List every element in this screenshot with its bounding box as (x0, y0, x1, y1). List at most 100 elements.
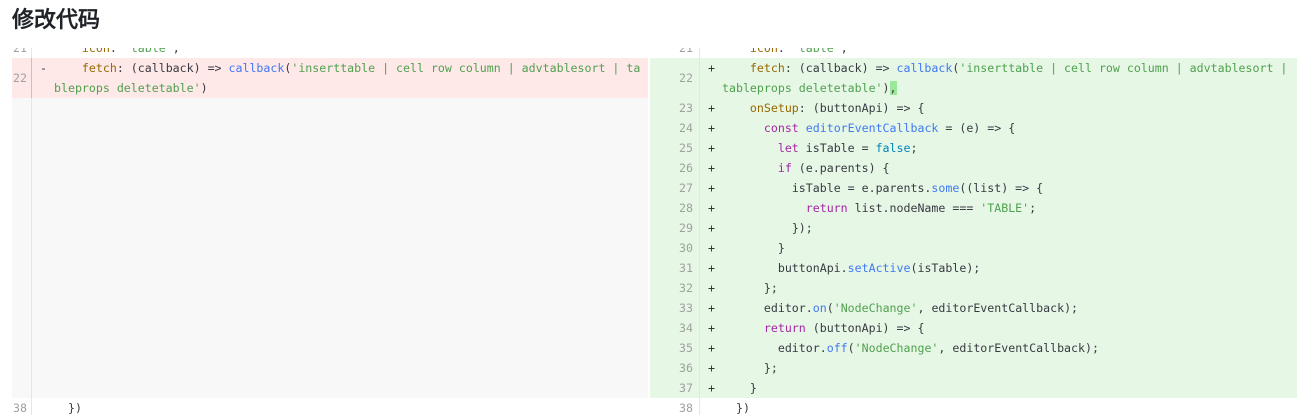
code-line: }; (722, 358, 1297, 378)
diff-old-panel: 21 icon: 'table',22- fetch: (callback) =… (12, 48, 648, 415)
added-line: 25+ let isTable = false; (650, 138, 1297, 158)
code-token: 'TABLE' (980, 201, 1030, 215)
code-token (722, 321, 764, 335)
line-number: 21 (650, 48, 700, 58)
code-token: , editorEventCallback); (917, 301, 1079, 315)
line-number: 33 (650, 298, 700, 318)
diff-marker (32, 48, 54, 58)
diff-marker: + (708, 261, 715, 275)
diff-marker: + (708, 181, 715, 195)
code-token: , (889, 81, 897, 95)
code-token (54, 61, 82, 75)
line-number: 22 (12, 58, 32, 98)
code-line: editor.off('NodeChange', editorEventCall… (722, 338, 1297, 358)
code-line: }) (722, 398, 1297, 415)
code-token: } (722, 381, 757, 395)
code-token: editor. (722, 341, 827, 355)
line-number: 26 (650, 158, 700, 178)
code-line: return (buttonApi) => { (722, 318, 1297, 338)
code-token: : (777, 48, 792, 55)
line-number: 24 (650, 118, 700, 138)
code-line: if (e.parents) { (722, 158, 1297, 178)
diff-marker: + (708, 61, 715, 75)
code-token: }; (722, 361, 778, 375)
diff-marker: + (708, 321, 715, 335)
diff-marker: + (708, 281, 715, 295)
code-token: : (callback) => (116, 61, 229, 75)
added-line: 36+ }; (650, 358, 1297, 378)
line-number: 31 (650, 258, 700, 278)
code-token: isTable = e.parents. (722, 181, 932, 195)
code-line: icon: 'table', (722, 48, 1297, 58)
line-number: 30 (650, 238, 700, 258)
code-token: onSetup (749, 101, 799, 115)
context-line: 38 }) (650, 398, 1297, 415)
code-token: editor. (722, 301, 813, 315)
code-token (722, 201, 806, 215)
code-line: fetch: (callback) => callback('inserttab… (722, 58, 1297, 98)
code-line: fetch: (callback) => callback('inserttab… (54, 58, 648, 98)
line-number: 28 (650, 198, 700, 218)
code-token: 'inserttable | cell row column | advtabl… (54, 61, 641, 95)
code-line: editor.on('NodeChange', editorEventCallb… (722, 298, 1297, 318)
diff-new-panel: 21 icon: 'table',22+ fetch: (callback) =… (650, 48, 1297, 415)
code-token (722, 48, 750, 55)
diff-marker: + (708, 161, 715, 175)
line-number: 34 (650, 318, 700, 338)
context-line: 38 }) (12, 398, 648, 415)
code-token: , editorEventCallback); (938, 341, 1099, 355)
added-line: 34 + return (buttonApi) => { (650, 318, 1297, 338)
line-number: 22 (650, 58, 700, 98)
code-token: (isTable); (910, 261, 981, 275)
added-line: 33+ editor.on('NodeChange', editorEventC… (650, 298, 1297, 318)
code-line: }); (722, 218, 1297, 238)
line-number (12, 98, 32, 398)
diff-marker: + (708, 221, 715, 235)
code-token: : (callback) => (784, 61, 897, 75)
diff-marker: + (708, 201, 715, 215)
code-token: buttonApi. (722, 261, 848, 275)
code-token: ; (1029, 201, 1037, 215)
code-line: }) (54, 398, 648, 415)
line-number: 38 (12, 398, 32, 415)
code-token: 'inserttable | cell row column | advtabl… (722, 61, 1295, 95)
code-token: return (763, 321, 806, 335)
line-number: 27 (650, 178, 700, 198)
line-number: 23 (650, 98, 700, 118)
line-number: 32 (650, 278, 700, 298)
code-token: callback (896, 61, 953, 75)
code-token: const (763, 121, 799, 135)
code-token: icon (81, 48, 110, 55)
code-line: let isTable = false; (722, 138, 1297, 158)
context-line: 21 icon: 'table', (12, 48, 648, 58)
added-line: 22 + fetch: (callback) => callback('inser… (650, 58, 1297, 98)
code-token: 'NodeChange' (854, 341, 939, 355)
diff-marker (700, 398, 722, 415)
code-token: ( (826, 301, 834, 315)
code-token: (buttonApi) => { (805, 321, 925, 335)
code-token (722, 101, 750, 115)
diff-marker: + (708, 101, 715, 115)
code-token: (e.parents) { (791, 161, 890, 175)
line-number: 21 (12, 48, 32, 58)
code-token: ; (910, 141, 918, 155)
code-token: , (840, 48, 848, 55)
code-line: } (722, 378, 1297, 398)
code-token: editorEventCallback (805, 121, 939, 135)
code-token: if (777, 161, 792, 175)
line-number: 36 (650, 358, 700, 378)
code-token: , (172, 48, 180, 55)
code-token: return (805, 201, 848, 215)
code-line: icon: 'table', (54, 48, 648, 58)
code-token: : (109, 48, 124, 55)
line-number: 25 (650, 138, 700, 158)
diff-marker: + (708, 241, 715, 255)
added-line: 37+ } (650, 378, 1297, 398)
deleted-line: 22- fetch: (callback) => callback('inser… (12, 58, 648, 98)
code-token: callback (228, 61, 285, 75)
code-token: }) (54, 401, 82, 415)
code-token: 'table' (791, 48, 841, 55)
context-line: 21 icon: 'table', (650, 48, 1297, 58)
code-token: ((list) => { (959, 181, 1044, 195)
code-token: : (buttonApi) => { (798, 101, 925, 115)
